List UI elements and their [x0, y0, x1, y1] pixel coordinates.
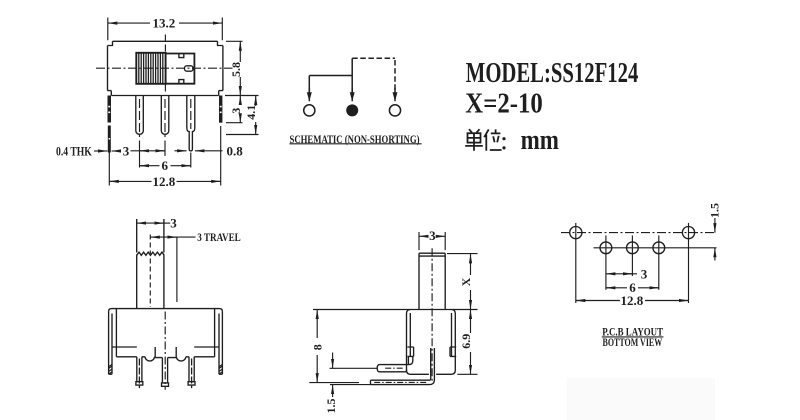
svg-text:3 TRAVEL: 3 TRAVEL — [197, 232, 241, 244]
svg-text:12.8: 12.8 — [621, 293, 644, 308]
svg-text:6.9: 6.9 — [459, 334, 473, 349]
svg-text:1.5: 1.5 — [707, 203, 721, 218]
svg-text:3: 3 — [641, 267, 648, 282]
svg-text:8: 8 — [310, 344, 324, 350]
svg-text:X=2-10: X=2-10 — [465, 88, 543, 120]
svg-text:6: 6 — [162, 158, 169, 173]
svg-text:3: 3 — [229, 108, 243, 114]
svg-text:SCHEMATIC (NON-SHORTING): SCHEMATIC (NON-SHORTING) — [290, 134, 420, 146]
svg-text:MODEL:SS12F124: MODEL:SS12F124 — [466, 57, 639, 89]
svg-text:0.4 THK: 0.4 THK — [56, 143, 92, 158]
svg-text:3: 3 — [429, 228, 436, 243]
svg-text:6: 6 — [629, 280, 636, 295]
svg-text:13.2: 13.2 — [153, 16, 176, 31]
svg-text:0.8: 0.8 — [227, 143, 244, 158]
svg-text:mm: mm — [521, 124, 559, 156]
svg-text:X: X — [459, 277, 473, 286]
svg-text:12.8: 12.8 — [153, 174, 176, 189]
svg-text:BOTTOM VIEW: BOTTOM VIEW — [603, 337, 663, 349]
svg-text:P.C.B LAYOUT: P.C.B LAYOUT — [602, 326, 663, 338]
svg-text:3: 3 — [170, 216, 177, 231]
svg-text:1.5: 1.5 — [324, 399, 338, 414]
svg-text:3: 3 — [123, 143, 130, 158]
svg-text:5.8: 5.8 — [229, 62, 243, 77]
svg-text:4.1: 4.1 — [244, 105, 258, 120]
